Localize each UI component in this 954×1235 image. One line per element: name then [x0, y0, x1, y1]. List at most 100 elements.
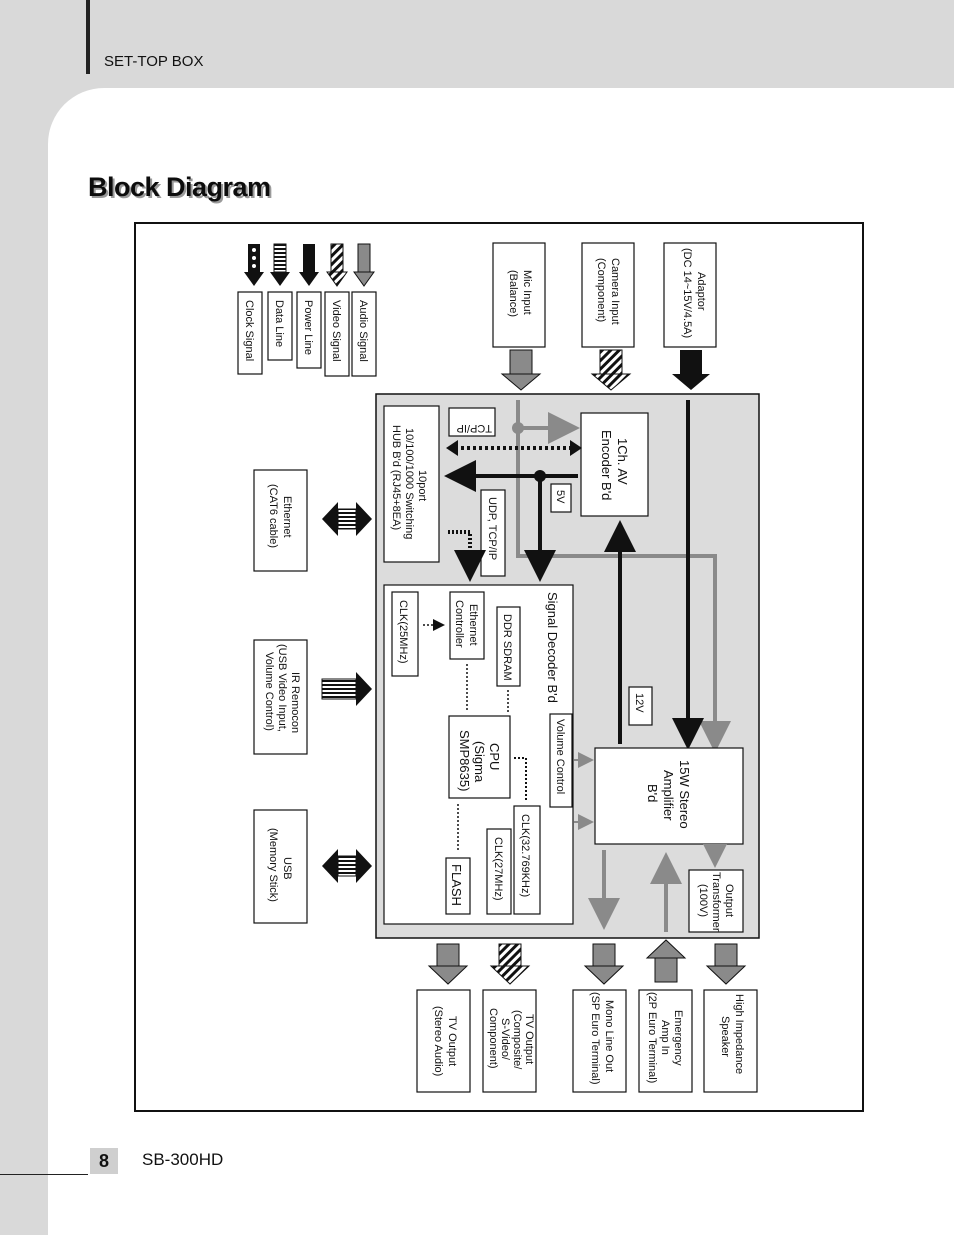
clk25-label: CLK(25MHz)	[397, 600, 409, 664]
hub-block	[383, 405, 440, 563]
legend-audio-box	[351, 291, 377, 377]
udp-label: UDP, TCP/IP	[486, 497, 498, 560]
hub-line2: 10/100/1000 Switching	[403, 428, 415, 539]
high-impedance-speaker-block	[703, 989, 758, 1093]
adaptor-block	[663, 242, 717, 348]
tv-output-video-line1: TV Output	[523, 1014, 535, 1064]
ethernet-line2: (CAT6 cable)	[267, 484, 279, 548]
tv-output-audio-line1: TV Output	[446, 1016, 458, 1066]
legend-video-arrow	[326, 243, 348, 287]
legend-clock-arrow	[244, 244, 264, 286]
ir-remocon-line2: (USB Video Input,	[276, 644, 288, 732]
legend-power-box	[296, 291, 322, 369]
mono-line-out-block	[572, 989, 627, 1093]
mono-line-out-line1: Mono Line Out	[603, 1000, 615, 1072]
junction-power	[534, 470, 546, 482]
encoder-block	[580, 412, 649, 517]
tv-video-arrow	[489, 943, 531, 985]
camera-input-line1: Camera Input	[609, 258, 621, 325]
five-v-label: 5V	[554, 490, 566, 504]
model-name: SB-300HD	[142, 1150, 224, 1169]
amplifier-line2: Amplifier	[661, 770, 676, 821]
emergency-line2: Amp In	[659, 1020, 671, 1055]
emergency-arrow	[645, 939, 687, 983]
legend-video-box	[324, 291, 350, 377]
tv-audio-arrow	[427, 943, 469, 985]
tv-output-audio-line2: (Stereo Audio)	[432, 1006, 444, 1076]
encoder-line1: 1Ch. AV	[615, 438, 630, 485]
tv-output-audio-block	[416, 989, 471, 1093]
hi-imp-line1: High Impedance	[733, 994, 745, 1074]
camera-video-arrow	[590, 349, 632, 391]
adaptor-line2: (DC 14~15V/4.5A)	[681, 248, 693, 338]
usb-line2: (Memory Stick)	[267, 828, 279, 902]
tv-output-video-line4: Component)	[487, 1008, 499, 1069]
output-transformer-line1: Output	[723, 884, 735, 917]
junction-audio	[512, 422, 524, 434]
clk32-label: CLK(32.769KHz)	[519, 814, 531, 897]
output-transformer-line2: Transformer	[710, 872, 722, 932]
ethernet-controller-line1: Ethernet	[467, 604, 479, 646]
usb-data-arrow	[322, 849, 372, 883]
ethernet-block	[253, 469, 308, 572]
video-arrowhead-encoder	[570, 440, 582, 456]
usb-line1: USB	[281, 857, 293, 880]
adaptor-power-arrow	[672, 350, 710, 390]
clk27-block	[486, 828, 512, 915]
hub-line3: HUB B'd (RJ45+8EA)	[390, 425, 402, 530]
page-number: 8	[90, 1148, 118, 1174]
ethernet-data-arrow	[322, 502, 372, 536]
tv-output-video-line2: (Composite/	[511, 1010, 523, 1070]
amplifier-line3: B'd	[645, 784, 660, 802]
ethernet-controller-line2: Controller	[453, 600, 465, 648]
ir-remocon-block	[253, 639, 308, 755]
clk27-label: CLK(27MHz)	[492, 837, 504, 901]
legend-clock-box	[237, 291, 263, 375]
ddr-label: DDR SDRAM	[501, 614, 513, 681]
legend-data-box	[267, 291, 293, 361]
legend-power-arrow	[299, 244, 319, 286]
cpu-line1: CPU	[487, 743, 502, 770]
hi-imp-arrow	[705, 943, 747, 985]
legend-audio-arrow	[353, 243, 375, 287]
legend-power-label: Power Line	[302, 300, 314, 355]
section-header: SET-TOP BOX	[104, 53, 204, 70]
ir-remocon-data-arrow	[321, 672, 372, 706]
ethernet-line1: Ethernet	[281, 496, 293, 538]
cpu-line2: (Sigma	[472, 741, 487, 783]
mic-input-block	[492, 242, 546, 348]
clk32-cpu-link	[514, 757, 527, 800]
page-title: Block Diagram	[88, 172, 271, 202]
cpu-line3: SMP8635)	[457, 730, 472, 791]
twelve-v-label: 12V	[633, 693, 645, 713]
data-line-hub-to-decoder	[448, 530, 486, 582]
camera-input-block	[581, 242, 635, 348]
legend-data-label: Data Line	[273, 300, 285, 347]
hi-imp-line2: Speaker	[719, 1016, 731, 1057]
usb-block	[253, 809, 308, 924]
encoder-line2: Encoder B'd	[599, 430, 614, 500]
tcpip-label-box	[448, 407, 496, 437]
cpu-block	[448, 715, 511, 799]
video-arrowhead-hub	[446, 440, 458, 456]
hub-line1: 10port	[416, 470, 428, 501]
amplifier-line1: 15W Stereo	[677, 760, 692, 829]
ethernet-controller-block	[449, 591, 485, 660]
legend: Clock Signal Data Line Power Line Video …	[237, 243, 377, 377]
emergency-amp-in-block	[638, 989, 693, 1093]
twelve-v-box	[628, 686, 653, 726]
camera-input-line2: (Component)	[595, 258, 607, 322]
ir-remocon-line1: IR Remocon	[289, 672, 301, 733]
tv-output-video-line3: S-Video/	[499, 1018, 511, 1061]
flash-block	[445, 857, 471, 915]
legend-video-label: Video Signal	[330, 300, 342, 362]
legend-audio-label: Audio Signal	[357, 300, 369, 362]
emergency-line3: (2P Euro Terminal)	[646, 992, 658, 1083]
flash-label: FLASH	[449, 864, 464, 906]
header-rule	[86, 0, 90, 74]
adaptor-line1: Adaptor	[695, 272, 707, 311]
output-transformer-line3: (100V)	[697, 884, 709, 917]
volume-control-label: Volume Control	[554, 719, 566, 794]
output-transformer-block	[688, 869, 744, 933]
